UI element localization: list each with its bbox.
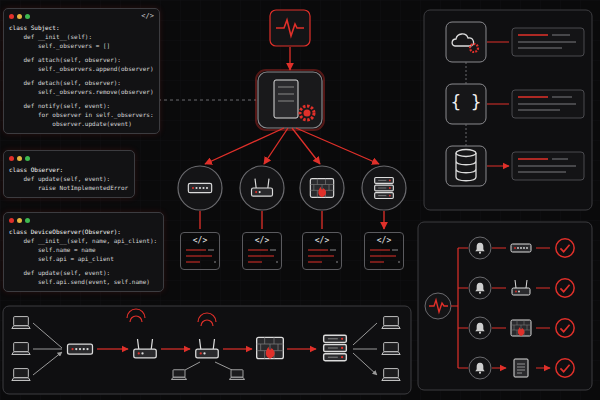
code-line: self.api = api_client: [9, 254, 158, 263]
window-header: [9, 151, 129, 165]
code-line: self.api.send(event, self.name): [9, 277, 158, 286]
pulse-source: [270, 10, 310, 46]
code-box: </>: [302, 232, 342, 270]
notify-lines: [200, 128, 384, 229]
observer-devices: [178, 166, 406, 210]
window-dot: [9, 14, 14, 19]
icon-label: { }: [446, 92, 486, 113]
window-dot: [9, 218, 14, 223]
code-line: def update(self, event):: [9, 268, 158, 277]
window-dot: [9, 156, 14, 161]
code-line: self._observers = []: [9, 41, 154, 50]
code-panel: class DeviceObserver(Observer): def __in…: [3, 212, 164, 292]
window-dot: [25, 218, 30, 223]
code-line: def update(self, event):: [9, 174, 129, 183]
code-line: class DeviceObserver(Observer):: [9, 227, 158, 236]
code-icon: </>: [181, 236, 219, 246]
code-icon: </>: [365, 236, 403, 246]
code-box: </>: [364, 232, 404, 270]
code-line: class Observer:: [9, 165, 129, 174]
code-panel: class Observer: def update(self, event):…: [3, 150, 135, 198]
window-dot: [17, 14, 22, 19]
event-arrow: [289, 47, 290, 70]
code-icon: </>: [243, 236, 281, 246]
code-line: observer.update(event): [9, 119, 154, 128]
code-panel: </> class Subject: def __init__(self): se…: [3, 8, 160, 134]
dashed-link: [158, 100, 256, 101]
code-line: def attach(self, observer):: [9, 55, 154, 64]
code-line: def detach(self, observer):: [9, 78, 154, 87]
window-dot: [25, 14, 30, 19]
window-header: [9, 213, 158, 227]
window-dot: [17, 218, 22, 223]
code-line: def __init__(self):: [9, 32, 154, 41]
code-line: class Subject:: [9, 23, 154, 32]
code-line: self._observers.remove(observer): [9, 87, 154, 96]
code-icon: </>: [303, 236, 341, 246]
code-line: def notify(self, event):: [9, 101, 154, 110]
code-box: </>: [180, 232, 220, 270]
window-dot: [25, 156, 30, 161]
code-line: def __init__(self, name, api_client):: [9, 236, 158, 245]
mini-code-lines: [186, 250, 400, 262]
code-line: for observer in self._observers:: [9, 110, 154, 119]
window-dot: [17, 156, 22, 161]
services-panel: [424, 10, 592, 210]
subject-hub: [256, 70, 324, 130]
code-icon: </>: [141, 12, 154, 20]
code-line: self._observers.append(observer): [9, 64, 154, 73]
alerts-panel: [418, 222, 592, 390]
code-line: raise NotImplementedError: [9, 183, 129, 192]
window-header: </>: [9, 9, 154, 23]
network-panel: [3, 306, 411, 394]
code-box: </>: [242, 232, 282, 270]
code-line: self.name = name: [9, 245, 158, 254]
